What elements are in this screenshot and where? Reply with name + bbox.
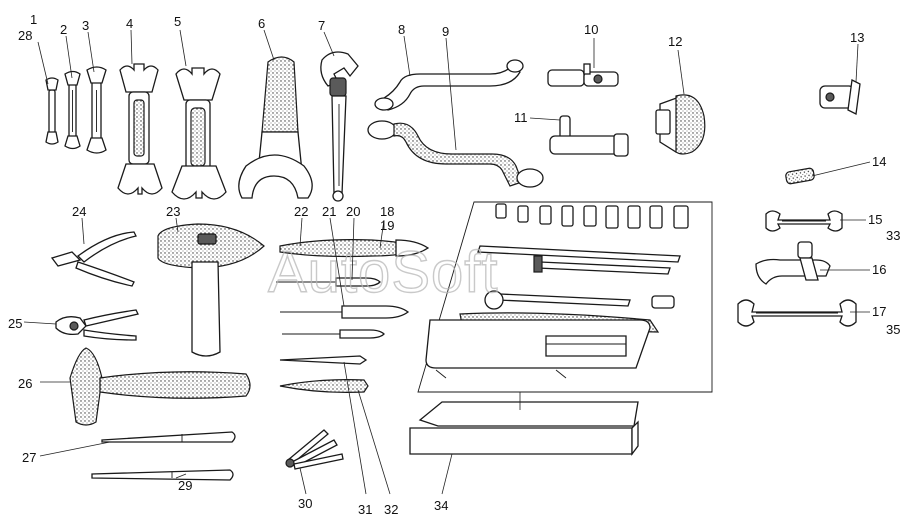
leader-lines <box>23 29 871 495</box>
callout-30: 30 <box>298 496 312 511</box>
open-end-wrench-5 <box>171 67 227 200</box>
socket-set-case <box>409 201 713 456</box>
callout-32: 32 <box>384 502 398 517</box>
screwdriver-18 <box>279 239 430 258</box>
callout-1: 1 <box>30 12 37 27</box>
callout-22: 22 <box>294 204 308 219</box>
callout-24: 24 <box>72 204 86 219</box>
large-wrench-6 <box>238 56 313 199</box>
pin-14 <box>785 167 815 185</box>
callout-16: 16 <box>872 262 886 277</box>
t-socket-key-11 <box>549 115 629 157</box>
open-end-wrench-4 <box>117 63 163 195</box>
callout-15: 15 <box>868 212 882 227</box>
watermark: AutoSoft <box>268 240 498 305</box>
callout-2: 2 <box>60 22 67 37</box>
callout-31: 31 <box>358 502 372 517</box>
socket-tool-10 <box>547 63 619 87</box>
callout-12: 12 <box>668 34 682 49</box>
callout-34: 34 <box>434 498 448 513</box>
callout-27: 27 <box>22 450 36 465</box>
callout-7: 7 <box>318 18 325 33</box>
large-socket-12 <box>655 94 706 155</box>
callout-11: 11 <box>514 110 528 125</box>
small-wrench-1 <box>45 77 59 145</box>
callout-5: 5 <box>174 14 181 29</box>
callout-26: 26 <box>18 376 32 391</box>
wrench-15 <box>765 210 843 232</box>
screwdriver-21 <box>280 305 410 319</box>
callout-18: 18 <box>380 204 394 219</box>
callout-4: 4 <box>126 16 133 31</box>
feeler-gauge-30 <box>285 429 344 470</box>
small-wrench-2 <box>64 70 81 150</box>
callout-21: 21 <box>322 204 336 219</box>
side-cutters-24 <box>50 231 137 287</box>
small-wrench-3 <box>86 66 107 154</box>
s-box-wrench-9 <box>367 120 544 188</box>
callout-35: 35 <box>886 322 900 337</box>
callout-28: 28 <box>18 28 32 43</box>
file-32 <box>279 379 369 393</box>
callout-10: 10 <box>584 22 598 37</box>
callout-13: 13 <box>850 30 864 45</box>
wrench-17 <box>737 299 857 327</box>
screwdriver-22 <box>282 329 385 339</box>
callout-14: 14 <box>872 154 886 169</box>
callout-20: 20 <box>346 204 360 219</box>
chisel-27 <box>101 431 236 443</box>
offset-box-wrench-8 <box>374 59 524 111</box>
callout-19: 19 <box>380 218 394 233</box>
callout-6: 6 <box>258 16 265 31</box>
callout-33: 33 <box>886 228 900 243</box>
callout-17: 17 <box>872 304 886 319</box>
callout-labels: 1 28 2 3 4 5 6 7 8 9 10 11 12 13 14 15 3… <box>8 12 900 517</box>
callout-9: 9 <box>442 24 449 39</box>
adjustable-wrench-7 <box>320 51 359 202</box>
hammer-26 <box>69 347 251 426</box>
sledge-hammer-23 <box>157 223 265 357</box>
pliers-25 <box>55 309 139 341</box>
screwdriver-20 <box>276 277 381 287</box>
punch-29 <box>91 469 234 481</box>
socket-row <box>495 203 689 229</box>
clamp-16 <box>755 241 831 285</box>
file-31 <box>279 355 368 365</box>
callout-23: 23 <box>166 204 180 219</box>
callout-29: 29 <box>178 478 192 493</box>
callout-3: 3 <box>82 18 89 33</box>
callout-25: 25 <box>8 316 22 331</box>
callout-8: 8 <box>398 22 405 37</box>
wing-socket-13 <box>819 79 861 115</box>
